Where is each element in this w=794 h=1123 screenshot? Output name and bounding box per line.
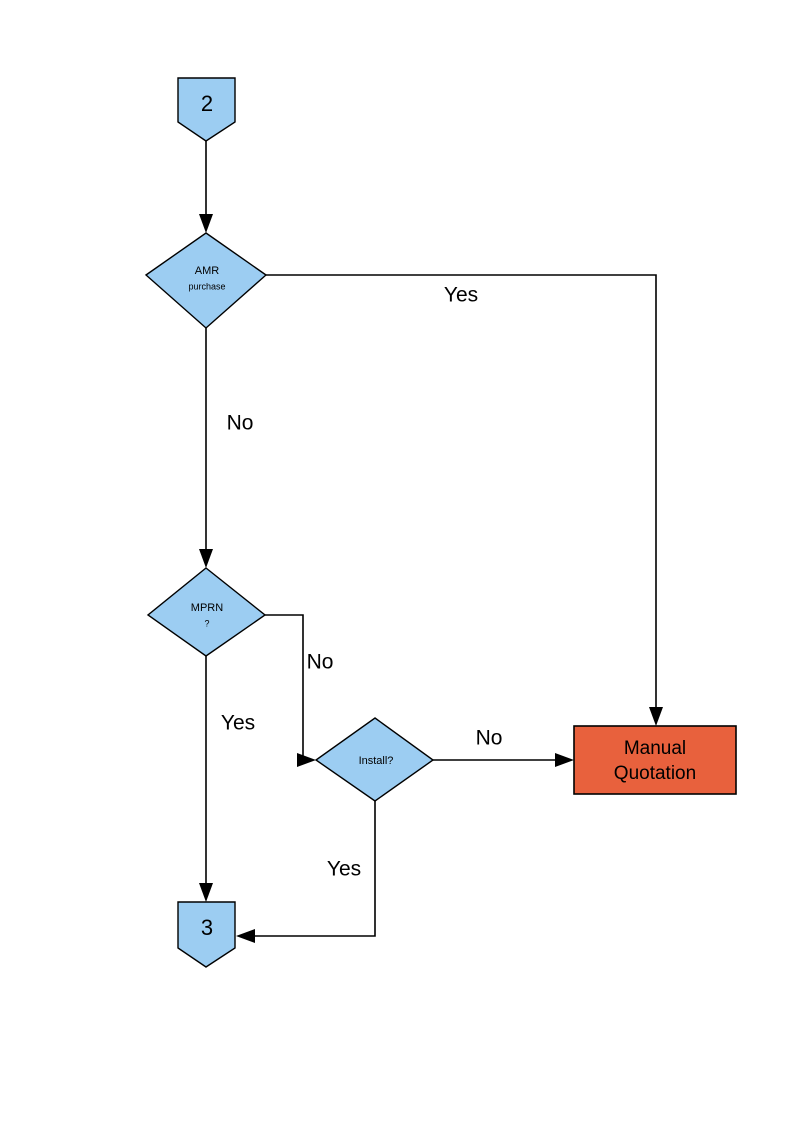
edge-install-no [433, 753, 574, 767]
node-decision-amr-purchase[interactable]: AMR purchase [144, 232, 268, 329]
edge-amr-no [199, 328, 213, 568]
process-label-line1: Manual [624, 738, 686, 759]
edge-label-mprn-yes: Yes [221, 712, 255, 735]
decision-shape [144, 232, 268, 329]
edge-mprn-yes [199, 656, 213, 902]
node-connector-3[interactable]: 3 [177, 901, 236, 968]
edge-label-mprn-no: No [307, 651, 334, 674]
node-connector-2[interactable]: 2 [177, 77, 236, 142]
arrow-head-icon [199, 883, 213, 902]
decision-amr-label-line2: purchase [188, 281, 225, 291]
decision-install-label: Install? [359, 755, 394, 767]
edge-install-yes [236, 801, 376, 943]
edge-label-amr-no: No [227, 412, 254, 435]
connector-shape [177, 77, 236, 142]
edge-label-install-yes: Yes [327, 858, 361, 881]
connector-3-label: 3 [201, 915, 213, 940]
process-shape [573, 725, 737, 795]
decision-amr-label-line1: AMR [195, 265, 220, 277]
edge-label-amr-yes: Yes [444, 284, 478, 307]
arrow-head-icon [236, 929, 255, 943]
decision-mprn-label-line1: MPRN [191, 602, 223, 614]
node-decision-install[interactable]: Install? [314, 717, 435, 802]
decision-shape [314, 717, 435, 802]
edge-label-install-no: No [476, 727, 503, 750]
arrow-head-icon [649, 707, 663, 726]
connector-shape [177, 901, 236, 968]
arrow-head-icon [199, 214, 213, 233]
edge-mprn-no [265, 614, 316, 767]
decision-shape [146, 567, 267, 657]
arrow-head-icon [297, 753, 316, 767]
edge-amr-yes [266, 274, 663, 726]
node-process-manual-quotation[interactable]: Manual Quotation [573, 725, 737, 795]
node-decision-mprn[interactable]: MPRN ? [146, 567, 267, 657]
edge-2-to-amr [199, 141, 213, 233]
arrow-head-icon [199, 549, 213, 568]
connector-2-label: 2 [201, 91, 213, 116]
process-label-line2: Quotation [614, 763, 696, 784]
arrow-head-icon [555, 753, 574, 767]
decision-mprn-label-line2: ? [204, 618, 209, 628]
